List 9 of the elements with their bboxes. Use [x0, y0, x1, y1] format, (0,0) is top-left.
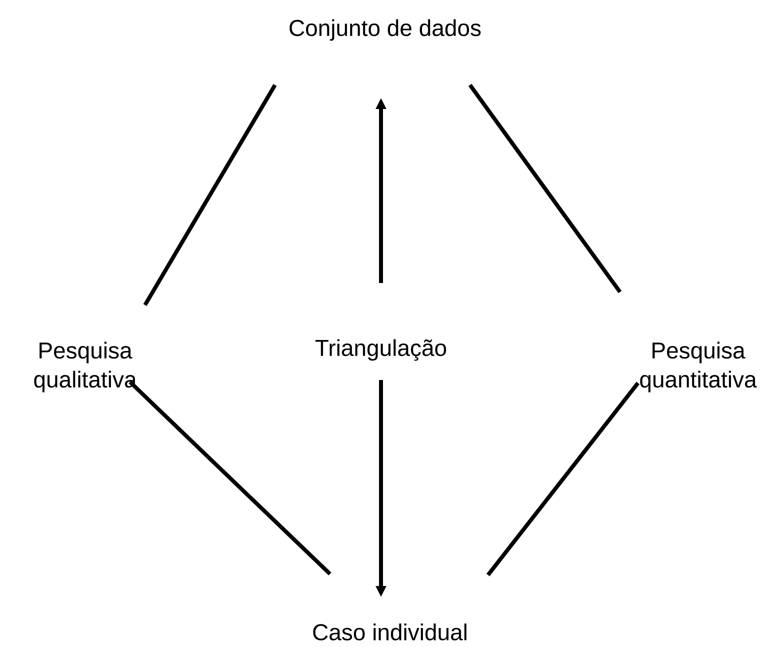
connector-line	[486, 382, 640, 576]
node-label: Triangulação	[315, 339, 446, 361]
connector-line	[128, 380, 332, 576]
connector-line	[143, 84, 277, 306]
node-label: Pesquisa quantitativa	[640, 342, 757, 392]
node-label: Conjunto de dados	[290, 19, 481, 41]
node-label: Caso individual	[313, 624, 466, 640]
connector-line	[468, 84, 622, 294]
node-label: Pesquisa qualitativa	[34, 342, 137, 392]
